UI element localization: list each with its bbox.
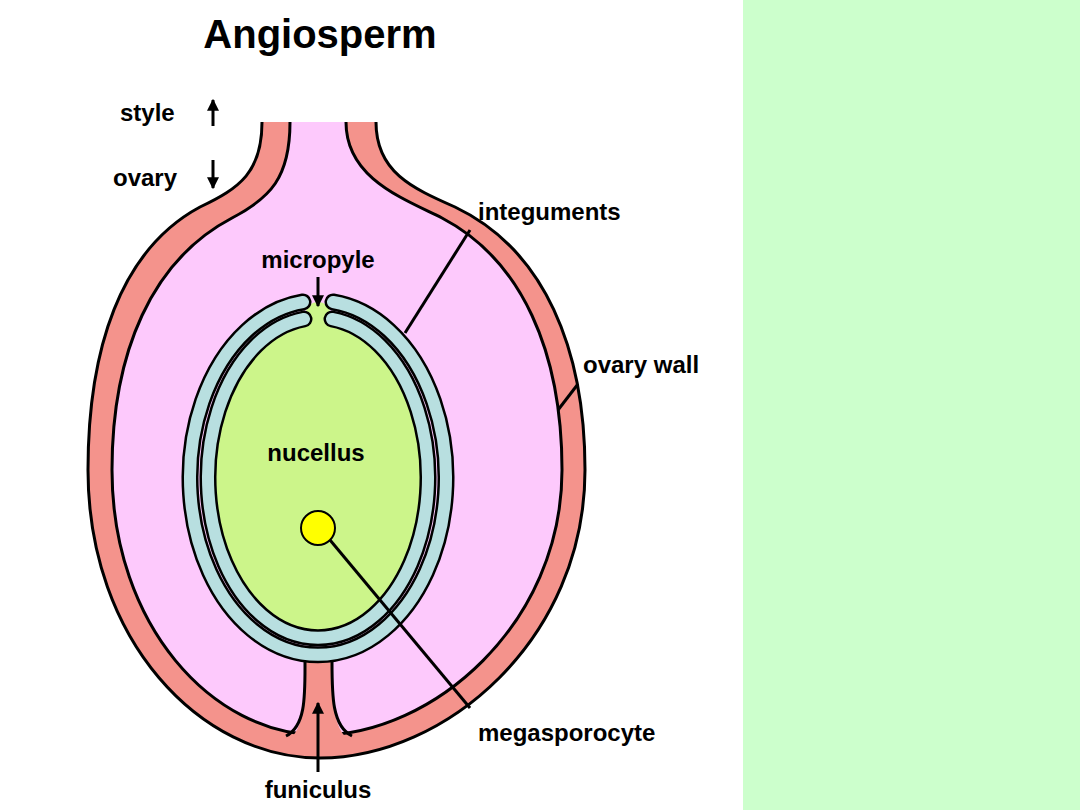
part-label: funiculus bbox=[265, 777, 372, 803]
arrow bbox=[317, 703, 320, 772]
funiculus-edge bbox=[286, 662, 305, 736]
diagram-title: Angiosperm bbox=[203, 12, 436, 56]
outer-integument-outline bbox=[190, 302, 446, 655]
part-label: style bbox=[120, 100, 175, 126]
leader-line bbox=[330, 540, 470, 708]
part-label: micropyle bbox=[261, 247, 374, 273]
side-panel bbox=[743, 0, 1080, 810]
funiculus-edge bbox=[332, 662, 352, 736]
inner-integument bbox=[208, 319, 428, 638]
part-label: ovary wall bbox=[583, 352, 699, 378]
outer-integument bbox=[190, 302, 446, 655]
arrow bbox=[212, 100, 215, 126]
part-label: ovary bbox=[113, 165, 177, 191]
arrow bbox=[317, 277, 320, 306]
arrow bbox=[212, 160, 215, 188]
part-label: nucellus bbox=[267, 440, 364, 466]
leader-line bbox=[558, 384, 578, 410]
inner-integument-outline bbox=[208, 319, 428, 638]
part-label: megasporocyte bbox=[478, 720, 655, 746]
leader-line bbox=[405, 230, 470, 333]
part-label: integuments bbox=[478, 199, 621, 225]
megasporocyte-cell bbox=[301, 511, 335, 545]
